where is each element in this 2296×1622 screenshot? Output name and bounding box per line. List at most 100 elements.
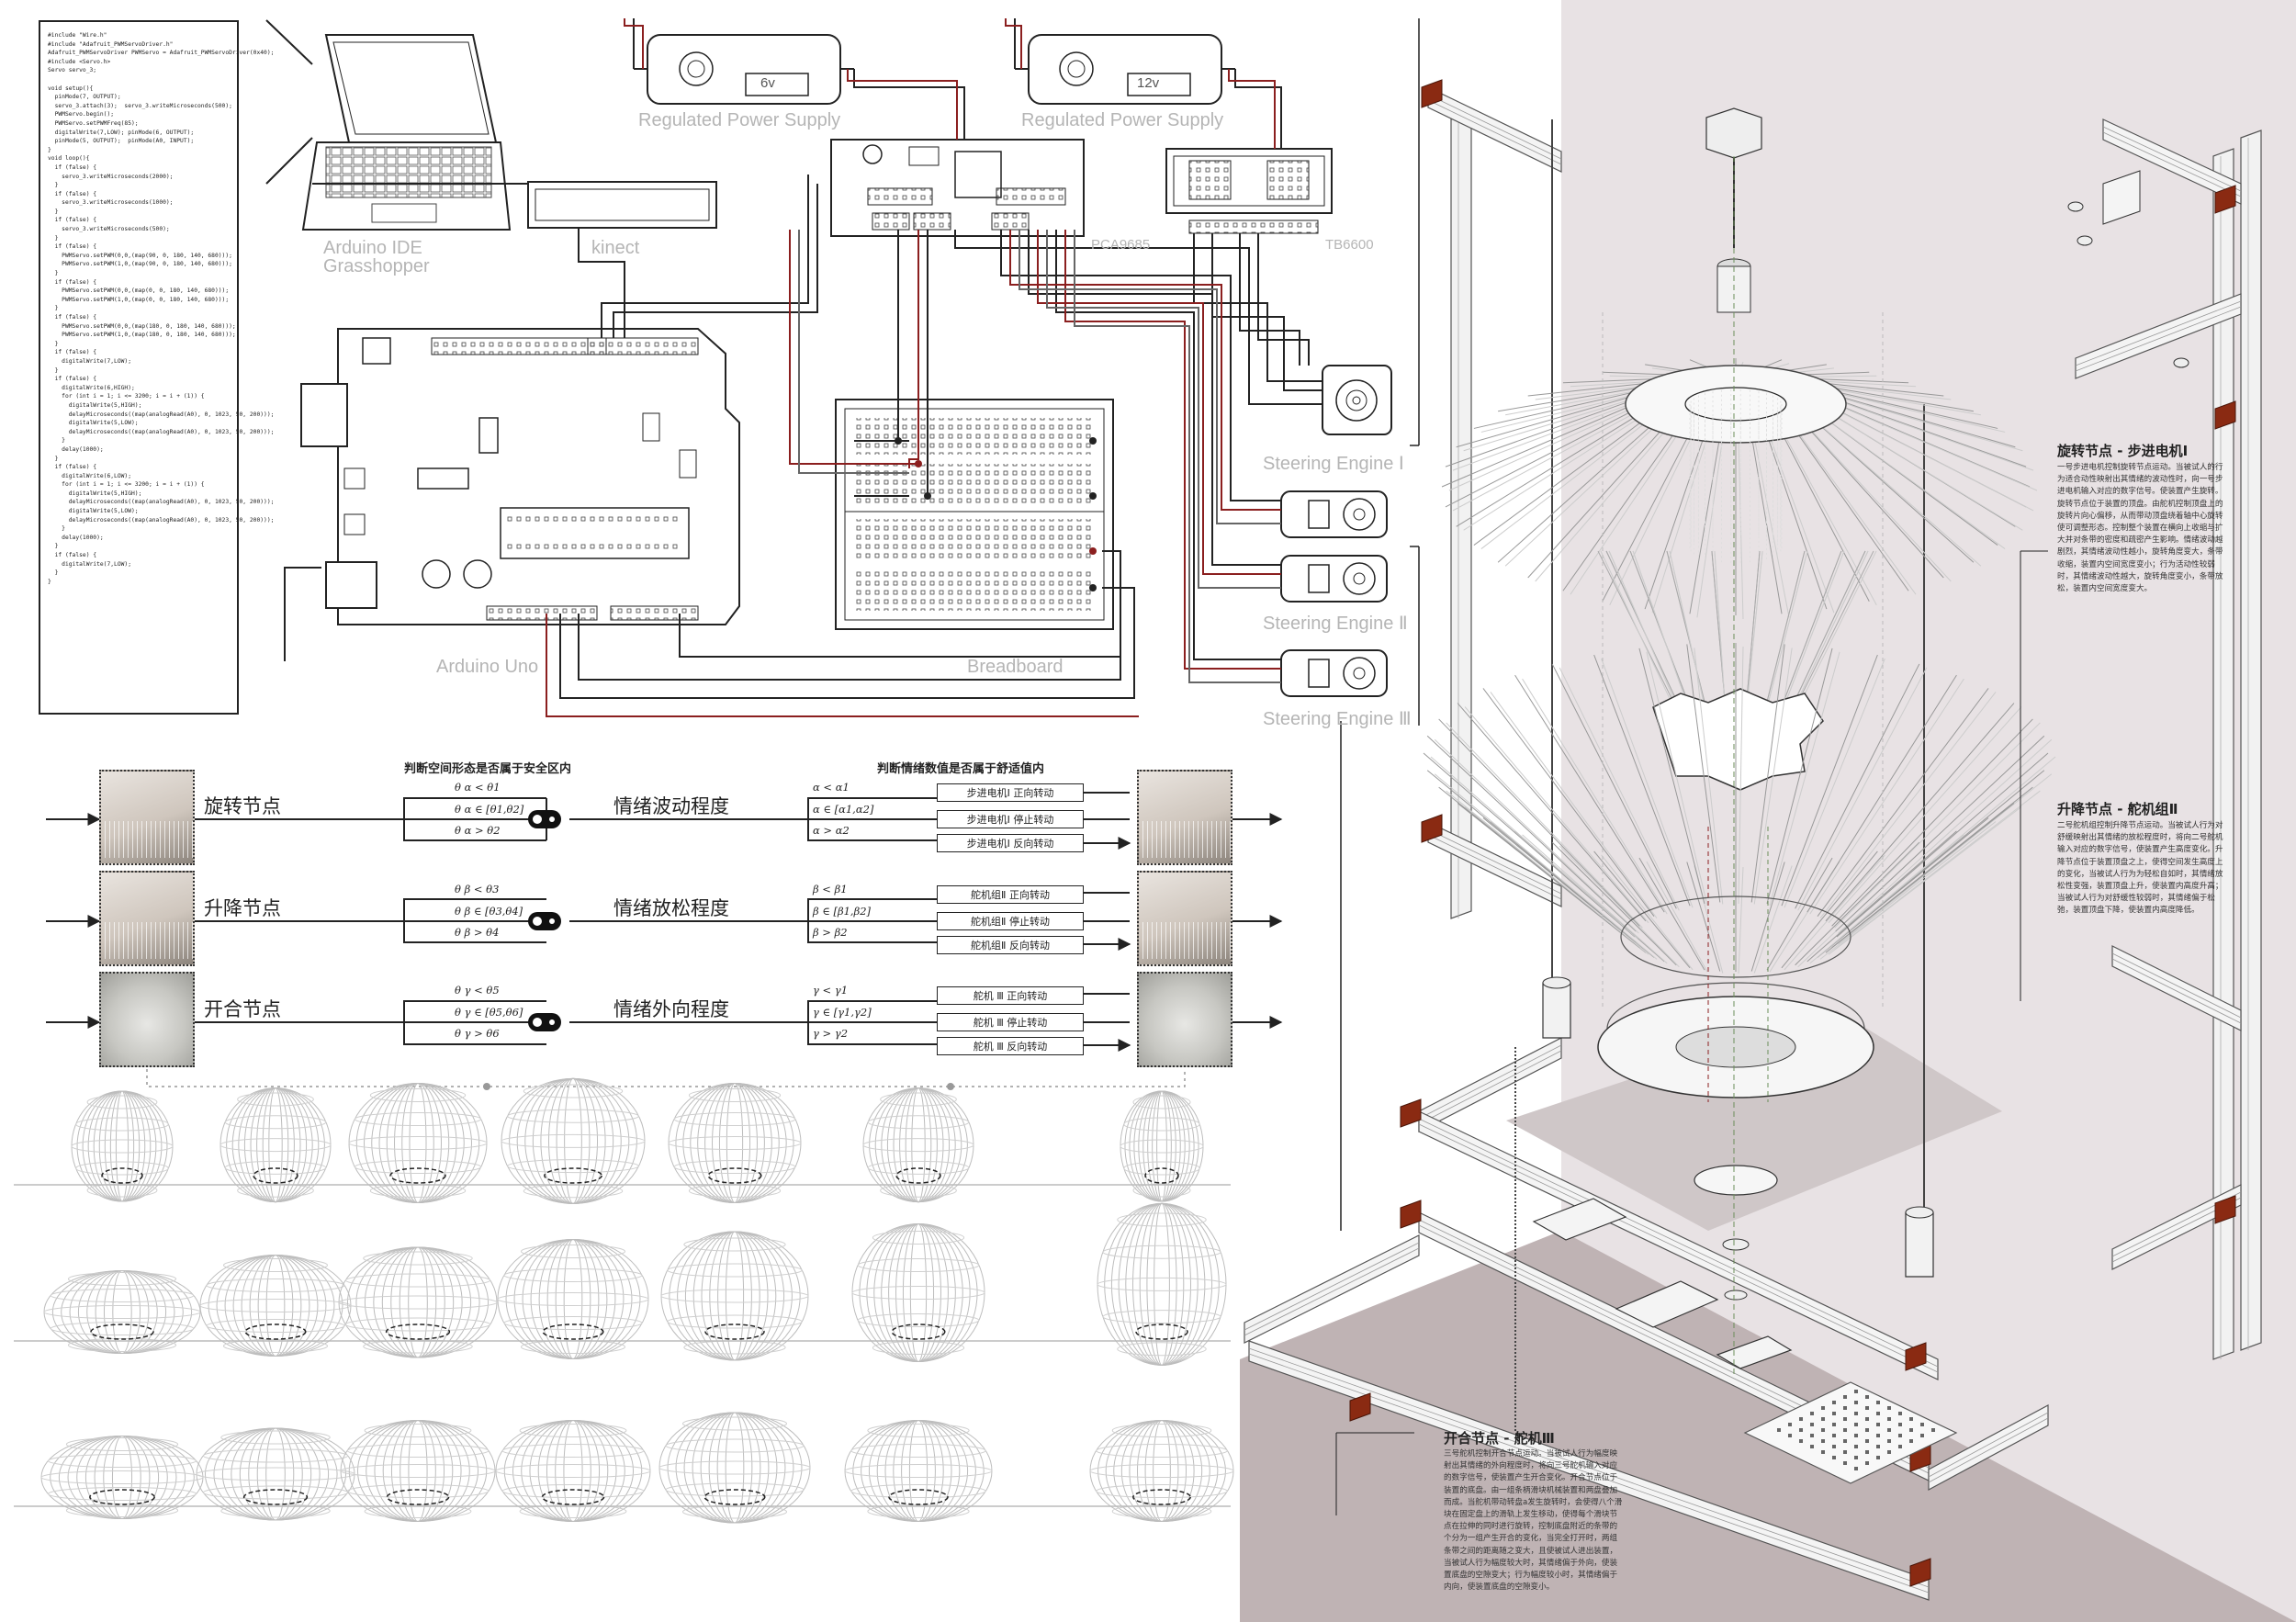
psu-label-2: Regulated Power Supply — [1021, 110, 1224, 130]
code-line: servo_3.writeMicroseconds(2000); — [48, 173, 174, 180]
space-condition: θ γ < θ5 — [455, 984, 500, 997]
form-study-wireframes — [40, 1077, 1234, 1524]
code-line: PWMServo.setPWM(0,0,(map(0, 0, 180, 140,… — [48, 287, 230, 295]
tb6600-label: TB6600 — [1325, 237, 1374, 253]
power-supply-12v — [1015, 34, 1235, 105]
space-condition: θ β > θ4 — [455, 926, 500, 939]
wireframe-form — [495, 1420, 651, 1522]
emotion-label: 情绪波动程度 — [613, 795, 729, 817]
wireframe-form — [219, 1087, 332, 1203]
code-line: digitalWrite(7,LOW); — [48, 560, 131, 568]
code-line: servo_3.writeMicroseconds(500); — [48, 226, 170, 233]
psu-label-1: Regulated Power Supply — [638, 110, 841, 130]
wireframe-form — [1120, 1090, 1204, 1202]
annotation-body-lift: 二号舵机组控制升降节点运动。当被试人行为对舒缓映射出其情绪的放松程度时，将向二号… — [2057, 821, 2223, 916]
code-line: pinMode(5, OUTPUT); pinMode(A0, INPUT); — [48, 138, 195, 145]
actuator-action-box: 舵机组Ⅱ 正向转动 — [937, 885, 1084, 904]
code-line: for (int i = 1; i <= 3200; i = i + (1)) … — [48, 481, 205, 489]
code-line: if (false) { — [48, 243, 97, 251]
photo-lift-node-in — [99, 871, 195, 966]
code-line: Adafruit_PWMServoDriver PWMServo = Adafr… — [48, 50, 275, 57]
code-line: PWMServo.setPWMFreq(85); — [48, 119, 139, 127]
space-condition: θ α > θ2 — [455, 824, 501, 837]
emotion-label: 情绪外向程度 — [613, 998, 729, 1020]
wire-gray — [798, 230, 1281, 683]
kinect-icon — [527, 181, 717, 229]
space-condition: θ α < θ1 — [455, 781, 501, 794]
space-condition: θ α ∈ [θ1,θ2] — [455, 803, 524, 816]
actuator-action-box: 舵机组Ⅱ 停止转动 — [937, 912, 1084, 930]
emotion-condition: α > α2 — [813, 824, 850, 837]
node-title: 旋转节点 — [204, 795, 281, 817]
actuator-action-box: 舵机 Ⅲ 正向转动 — [937, 986, 1084, 1005]
photo-rotation-node-out — [1137, 770, 1232, 865]
annotation-title-rotation: 旋转节点 - 步进电机Ⅰ — [2057, 443, 2189, 459]
code-line: digitalWrite(6,LOW); — [48, 472, 131, 479]
wireframe-form — [71, 1090, 174, 1202]
code-line: if (false) { — [48, 163, 97, 171]
code-line: #include "Adafruit_PWMServoDriver.h" — [48, 40, 174, 48]
wireframe-form — [660, 1231, 809, 1361]
servo-icon-3 — [1280, 555, 1388, 603]
code-line: PWMServo.setPWM(0,0,(map(90, 0, 180, 140… — [48, 252, 232, 259]
wireframe-form — [348, 1083, 488, 1203]
actuator-action-box: 舵机 Ⅲ 反向转动 — [937, 1037, 1084, 1055]
code-line: if (false) { — [48, 552, 97, 559]
header-space-check: 判断空间形态是否属于安全区内 — [404, 762, 572, 776]
pca9685-board — [830, 139, 1085, 237]
space-condition: θ β ∈ [θ3,θ4] — [455, 905, 523, 918]
laptop-label-gh: Grasshopper — [323, 256, 430, 276]
code-line: #include "Wire.h" — [48, 32, 107, 39]
code-line: digitalWrite(5,LOW); — [48, 508, 139, 515]
wireframe-form — [844, 1420, 993, 1522]
code-line: } — [48, 305, 59, 312]
code-line: if (false) { — [48, 278, 97, 286]
actuator-action-box: 步进电机Ⅰ 正向转动 — [937, 783, 1084, 802]
code-line: #include <Servo.h> — [48, 58, 111, 65]
wireframe-form — [668, 1083, 802, 1203]
code-line: delay(1000); — [48, 534, 104, 541]
stepper-motor-icon — [1322, 365, 1392, 435]
code-line: digitalWrite(5,HIGH); — [48, 401, 142, 409]
wireframe-form — [862, 1087, 974, 1203]
exploded-axonometric-installation — [1244, 79, 2262, 1601]
emotion-condition: β > β2 — [813, 926, 848, 939]
steering-engine-2-label: Steering Engine Ⅱ — [1263, 614, 1408, 634]
annotation-title-open: 开合节点 - 舵机Ⅲ — [1444, 1430, 1555, 1447]
code-line: PWMServo.setPWM(1,0,(map(180, 0, 180, 14… — [48, 332, 236, 339]
code-line: if (false) { — [48, 217, 97, 224]
code-line: } — [48, 146, 51, 153]
code-line: void loop(){ — [48, 155, 90, 163]
code-line: PWMServo.setPWM(1,0,(map(90, 0, 180, 140… — [48, 261, 232, 268]
psu-voltage-1: 6v — [760, 75, 775, 91]
steering-engine-1-label: Steering Engine Ⅰ — [1263, 454, 1404, 474]
code-line: } — [48, 437, 65, 445]
code-line: } — [48, 234, 59, 242]
code-line: void setup(){ — [48, 84, 94, 92]
space-condition: θ γ ∈ [θ5,θ6] — [455, 1006, 523, 1019]
code-line: } — [48, 270, 59, 277]
power-supply-6v — [634, 34, 854, 105]
code-line: } — [48, 182, 59, 189]
code-line: } — [48, 578, 51, 585]
arduino-label: Arduino Uno — [436, 657, 539, 677]
actuator-action-box: 舵机组Ⅱ 反向转动 — [937, 936, 1084, 954]
photo-open-node-out — [1137, 972, 1232, 1067]
wireframe-form — [43, 1270, 201, 1354]
wireframe-form — [851, 1223, 985, 1362]
breadboard-label: Breadboard — [967, 657, 1064, 677]
code-line: if (false) { — [48, 349, 97, 356]
emotion-label: 情绪放松程度 — [613, 897, 729, 919]
actuator-action-box: 步进电机Ⅰ 停止转动 — [937, 810, 1084, 828]
code-line: } — [48, 455, 59, 462]
emotion-condition: β ∈ [β1,β2] — [813, 905, 872, 918]
tb6600-driver — [1165, 148, 1333, 234]
emotion-condition: α ∈ [α1,α2] — [813, 803, 874, 816]
photo-open-node-in — [99, 972, 195, 1067]
wire-connector-dots — [895, 437, 1097, 591]
steering-engine-3-label: Steering Engine Ⅲ — [1263, 709, 1412, 729]
servo-icon-2 — [1280, 490, 1388, 538]
laptop-label-ide: Arduino IDE — [323, 238, 422, 258]
code-line: digitalWrite(5,LOW); — [48, 420, 139, 427]
code-line: } — [48, 525, 65, 533]
